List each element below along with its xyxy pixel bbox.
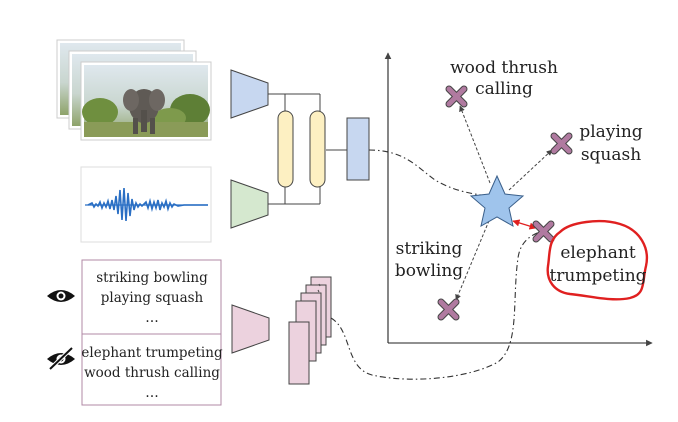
prediction-highlight	[546, 219, 649, 301]
similarity-arrows	[455, 105, 553, 301]
video-frames	[56, 39, 212, 141]
label-playing-squash-line2: squash	[581, 145, 641, 165]
text-embedding-stack	[288, 276, 332, 385]
audio-encoder	[230, 179, 269, 229]
text-projection-path	[330, 231, 541, 380]
class-marker-elephant-trumpeting	[532, 220, 555, 243]
label-striking-bowling-line2: bowling	[395, 261, 463, 281]
query-embedding-star	[469, 174, 525, 227]
unseen-class-wood-thrush-calling: wood thrush calling	[84, 365, 220, 381]
unseen-class-elephant-trumpeting: elephant trumpeting	[81, 345, 223, 361]
label-wood-thrush-line1: wood thrush	[450, 58, 558, 78]
label-elephant-trumpeting-line2: trumpeting	[549, 266, 646, 286]
class-marker-playing-squash	[550, 132, 573, 155]
fusion-block-2	[309, 110, 326, 188]
unseen-class-ellipsis: …	[145, 385, 159, 401]
audio-visual-embedding	[346, 117, 370, 181]
label-playing-squash-line1: playing	[579, 122, 642, 142]
class-marker-striking-bowling	[437, 298, 460, 321]
embedding-projection-path	[368, 149, 482, 196]
nearest-class-arrow	[512, 219, 537, 230]
embedding-space-axes	[384, 52, 653, 347]
label-elephant-trumpeting-line1: elephant	[560, 243, 635, 263]
seen-classes-box: striking bowling playing squash …	[81, 259, 222, 335]
video-frame-front	[80, 61, 212, 141]
eye-icon	[47, 290, 75, 302]
seen-class-ellipsis: …	[145, 310, 159, 326]
eye-slash-icon	[47, 346, 75, 371]
audio-waveform	[87, 187, 208, 222]
seen-class-striking-bowling: striking bowling	[96, 270, 208, 286]
unseen-classes-box: elephant trumpeting wood thrush calling …	[81, 333, 223, 406]
fusion-block-1	[277, 110, 294, 188]
seen-class-playing-squash: playing squash	[101, 290, 204, 306]
label-striking-bowling-line1: striking	[396, 239, 463, 259]
audio-spectrogram	[80, 166, 212, 243]
elephant-image	[123, 89, 165, 134]
video-encoder	[230, 69, 269, 119]
text-encoder	[231, 304, 270, 354]
class-marker-wood-thrush-calling	[445, 85, 468, 108]
label-wood-thrush-line2: calling	[475, 79, 533, 99]
